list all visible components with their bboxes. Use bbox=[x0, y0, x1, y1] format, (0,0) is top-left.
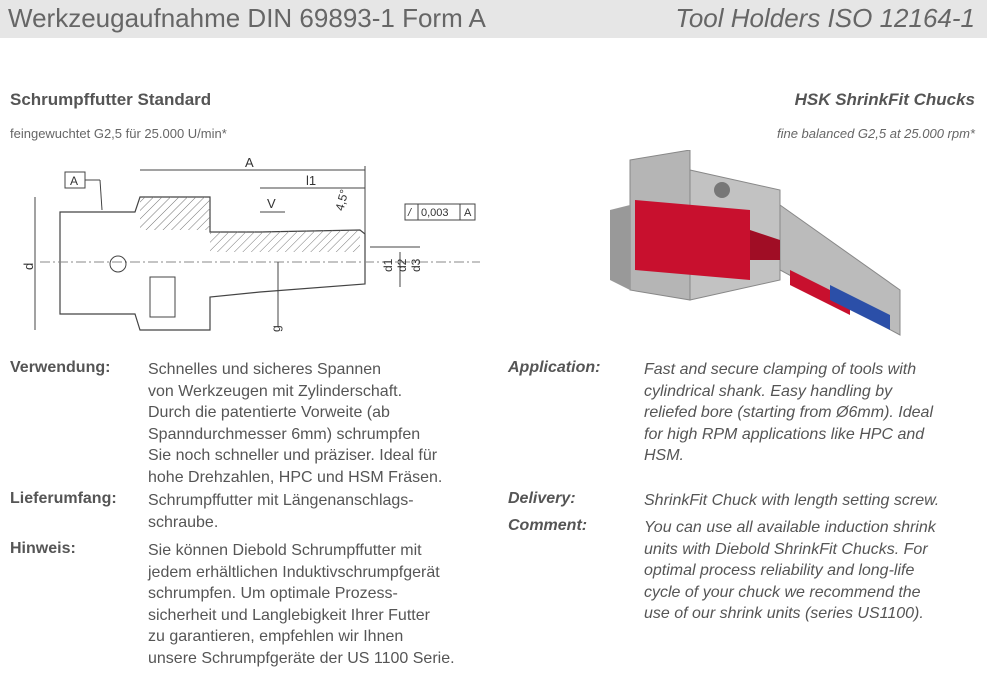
text-line: ShrinkFit Chuck with length setting scre… bbox=[644, 492, 940, 509]
text-line: Sie können Diebold Schrumpffutter mit bbox=[148, 542, 422, 559]
text-comment: You can use all available induction shri… bbox=[644, 517, 936, 625]
text-line: Fast and secure clamping of tools with bbox=[644, 361, 917, 378]
text-line: Schnelles und sicheres Spannen bbox=[148, 361, 382, 378]
dim-d: d bbox=[21, 263, 36, 270]
dim-d2: d2 bbox=[395, 258, 409, 272]
text-line: use of our shrink units (series US1100). bbox=[644, 605, 924, 622]
tolerance-frame bbox=[404, 203, 476, 221]
text-line: sicherheit und Langlebigkeit Ihrer Futte… bbox=[148, 606, 430, 624]
dim-V: V bbox=[267, 196, 276, 211]
text-lieferumfang: Schrumpffutter mit Längenanschlags- schr… bbox=[148, 490, 414, 533]
tolerance-symbol: / bbox=[407, 207, 412, 219]
text-line: cylindrical shank. Easy handling by bbox=[644, 382, 893, 400]
tolerance-value: 0,003 bbox=[421, 207, 449, 219]
tolerance-ref: A bbox=[464, 207, 472, 219]
text-line: cycle of your chuck we recommend the bbox=[644, 583, 921, 601]
dim-d3: d3 bbox=[409, 258, 423, 272]
text-line: Spanndurchmesser 6mm) schrumpfen bbox=[148, 425, 421, 443]
text-line: schrumpfen. Um optimale Prozess- bbox=[148, 585, 398, 602]
chuck-3d-image bbox=[610, 150, 901, 336]
dim-g: g bbox=[269, 325, 283, 332]
label-delivery: Delivery: bbox=[508, 490, 576, 507]
text-line: HSM. bbox=[644, 447, 684, 464]
label-hinweis: Hinweis: bbox=[10, 540, 76, 557]
text-line: optimal process reliability and long-lif… bbox=[644, 562, 915, 579]
text-line: schraube. bbox=[148, 513, 219, 531]
text-line: Schrumpffutter mit Längenanschlags- bbox=[148, 492, 414, 509]
dim-l1: l1 bbox=[306, 173, 316, 188]
text-line: for high RPM applications like HPC and bbox=[644, 425, 925, 443]
text-application: Fast and secure clamping of tools with c… bbox=[644, 359, 933, 467]
product-subtitle-de: feingewuchtet G2,5 für 25.000 U/min* bbox=[10, 126, 227, 141]
text-delivery: ShrinkFit Chuck with length setting scre… bbox=[644, 490, 939, 512]
product-title-de: Schrumpffutter Standard bbox=[10, 90, 212, 109]
text-line: hohe Drehzahlen, HPC und HSM Fräsen. bbox=[148, 468, 443, 486]
dim-d1: d1 bbox=[381, 258, 395, 272]
dim-A: A bbox=[245, 155, 254, 170]
dim-angle: 4,5° bbox=[332, 188, 351, 213]
text-line: Sie noch schneller und präziser. Ideal f… bbox=[148, 447, 438, 464]
product-title-en: HSK ShrinkFit Chucks bbox=[794, 90, 975, 109]
text-line: unsere Schrumpfgeräte der US 1100 Serie. bbox=[148, 649, 455, 667]
product-subtitle-en: fine balanced G2,5 at 25.000 rpm* bbox=[776, 126, 975, 141]
page-header: Werkzeugaufnahme DIN 69893-1 Form A Tool… bbox=[0, 0, 987, 38]
label-verwendung: Verwendung: bbox=[10, 359, 111, 376]
ref-box-label: A bbox=[70, 174, 78, 188]
technical-drawing: A A l1 V 4,5° / 0,003 A d d1 d2 d3 g bbox=[21, 155, 480, 332]
text-line: jedem erhältlichen Induktivschrumpfgerät bbox=[148, 563, 440, 581]
label-application: Application: bbox=[508, 359, 601, 376]
label-comment: Comment: bbox=[508, 517, 588, 534]
text-line: units with Diebold ShrinkFit Chucks. For bbox=[644, 540, 928, 558]
text-line: von Werkzeugen mit Zylinderschaft. bbox=[148, 382, 403, 400]
text-line: reliefed bore (starting from Ø6mm). Idea… bbox=[644, 404, 933, 421]
text-line: Durch die patentierte Vorweite (ab bbox=[148, 404, 390, 421]
header-title-en: Tool Holders ISO 12164-1 bbox=[675, 3, 975, 33]
text-line: zu garantieren, empfehlen wir Ihnen bbox=[148, 628, 404, 645]
header-title-de: Werkzeugaufnahme DIN 69893-1 Form A bbox=[8, 3, 486, 33]
text-line: You can use all available induction shri… bbox=[644, 519, 936, 536]
text-verwendung: Schnelles und sicheres Spannen von Werkz… bbox=[148, 359, 442, 488]
label-lieferumfang: Lieferumfang: bbox=[10, 490, 117, 507]
text-hinweis: Sie können Diebold Schrumpffutter mit je… bbox=[148, 540, 455, 669]
